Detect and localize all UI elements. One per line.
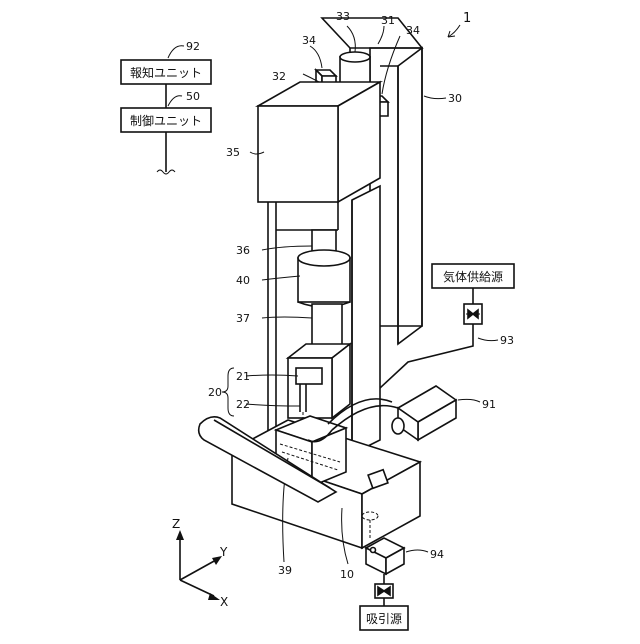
ref-94: 94 [430,548,444,561]
suction-source-label: 吸引源 [366,612,402,626]
control-unit-label: 制御ユニット [130,113,202,128]
ref-37: 37 [236,312,250,325]
ref-10: 10 [340,568,354,581]
control-chain: 報知ユニット 制御ユニット 92 50 [121,40,211,174]
ref-92: 92 [186,40,200,53]
ref-93: 93 [500,334,514,347]
axis-triad-icon: Z Y X [172,517,228,609]
head-housing [258,82,380,202]
ref-31: 31 [381,14,395,27]
suction-line: 吸引源 [360,538,408,630]
notify-unit-label: 報知ユニット [130,66,202,80]
ref-50: 50 [186,90,200,103]
ref-36: 36 [236,244,250,257]
figure-number: 1 [463,11,471,26]
ref-40: 40 [236,274,250,287]
ref-32: 32 [272,70,286,83]
ref-30: 30 [448,92,462,105]
ref-35: 35 [226,146,240,159]
ref-34-left: 34 [302,34,316,47]
ref-39: 39 [278,564,292,577]
ref-33: 33 [336,10,350,23]
ref-20: 20 [208,386,222,399]
ref-34-right: 34 [406,24,420,37]
ref-21: 21 [236,370,250,383]
spindle-neck [312,230,336,252]
ref-91: 91 [482,398,496,411]
valve-icon [464,304,482,324]
gas-supply-label: 気体供給源 [443,269,503,284]
collar [298,250,350,307]
axis-y-label: Y [219,545,228,559]
axis-z-label: Z [172,517,180,531]
valve-icon-suction [375,584,393,598]
axis-x-label: X [220,595,228,609]
ref-22: 22 [236,398,250,411]
